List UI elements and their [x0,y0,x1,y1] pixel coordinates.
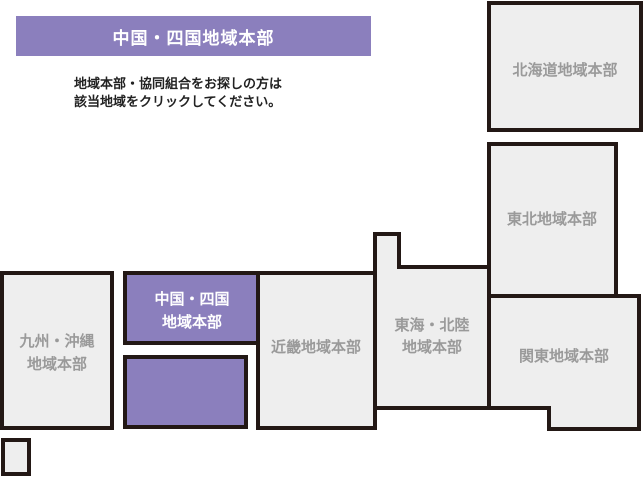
region-kyushu-okinawa-label-2: 地域本部 [27,355,87,373]
region-okinawa-shape[interactable] [1,438,31,476]
region-kinki[interactable]: 近畿地域本部 [256,271,377,430]
region-tohoku-label: 東北地域本部 [507,210,597,228]
page-title: 中国・四国地域本部 [112,28,275,49]
region-tokai-hokuriku[interactable]: 東海・北陸 地域本部 [373,232,491,410]
region-shikoku[interactable] [123,355,248,429]
region-kanto-label: 関東地域本部 [519,347,609,365]
region-tokai-hokuriku-label-2: 地域本部 [402,338,462,356]
region-tohoku[interactable]: 東北地域本部 [487,142,618,298]
page-title-bar: 中国・四国地域本部 [16,16,371,56]
region-chugoku-shikoku-label-2: 地域本部 [162,313,222,331]
region-okinawa[interactable] [1,438,31,476]
region-hokkaido-label: 北海道地域本部 [512,61,617,79]
region-kyushu-okinawa-label-1: 九州・沖縄 [18,332,94,350]
region-chugoku-shikoku[interactable]: 中国・四国 地域本部 [123,271,260,345]
region-kinki-shape[interactable] [256,271,377,430]
region-kinki-label: 近畿地域本部 [271,338,361,356]
region-kanto[interactable]: 関東地域本部 [487,294,641,431]
instructions-line-1: 地域本部・協同組合をお探しの方は [74,77,283,92]
region-kyushu-shape[interactable] [0,271,114,430]
region-chugoku-shape[interactable] [123,271,260,345]
region-shikoku-shape[interactable] [123,355,248,429]
region-kyushu-okinawa[interactable]: 九州・沖縄 地域本部 [0,271,114,430]
region-tokai-hokuriku-label-1: 東海・北陸 [394,316,469,334]
region-chugoku-shikoku-label-1: 中国・四国 [154,290,229,308]
region-hokkaido[interactable]: 北海道地域本部 [487,1,643,132]
instructions-text: 地域本部・協同組合をお探しの方は 該当地域をクリックしてください。 [74,76,374,112]
region-hokkaido-shape[interactable] [487,1,643,132]
instructions-line-2: 該当地域をクリックしてください。 [74,95,282,110]
